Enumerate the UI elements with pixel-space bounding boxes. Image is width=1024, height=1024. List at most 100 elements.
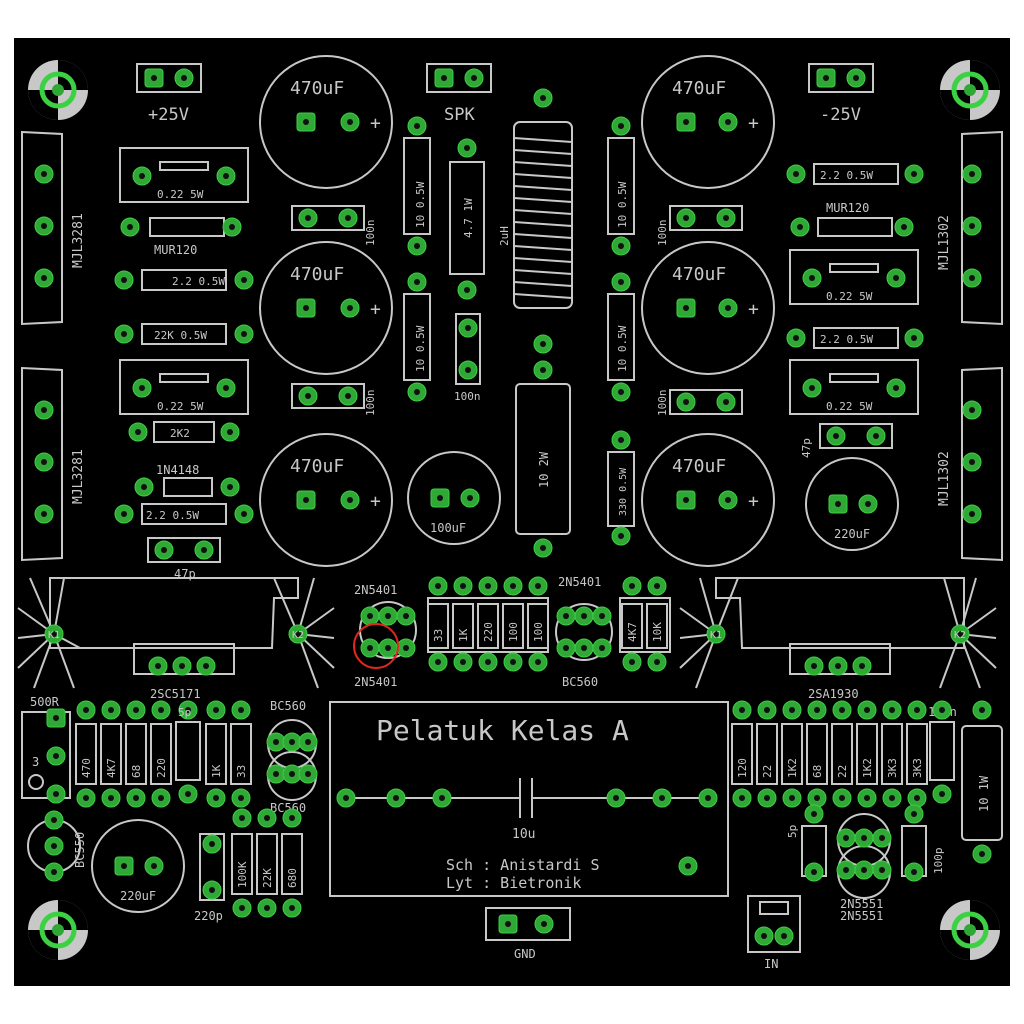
transistors-2n5551-pair: 2N5551 2N5551: [836, 813, 892, 923]
bank-resistor-label: 3K3: [886, 758, 899, 778]
conn-speaker: SPK: [426, 63, 492, 125]
capacitor-470uf-left-1: 470uF +: [259, 55, 393, 189]
svg-text:100n: 100n: [364, 220, 377, 247]
svg-text:10 0.5W: 10 0.5W: [414, 181, 427, 228]
capacitor-100uf: 100uF: [407, 451, 501, 545]
svg-text:0.22 5W: 0.22 5W: [826, 400, 873, 413]
capacitor-470uf-right-1: 470uF +: [641, 55, 775, 189]
bank-resistor: 22: [831, 700, 853, 808]
svg-text:330 0.5W: 330 0.5W: [618, 467, 629, 516]
bank-resistor: 120: [731, 700, 753, 808]
bank-resistor-label: 220: [155, 758, 168, 778]
bank-resistor: 3K3: [906, 700, 928, 808]
bank-resistor-label: 33: [235, 765, 248, 778]
bank-resistor-label: 3K3: [911, 758, 924, 778]
bank-resistor: 1K2: [781, 700, 803, 808]
capacitor-100n-right-2: 100n: [656, 389, 743, 416]
label-pos-supply: +25V: [148, 105, 189, 125]
svg-text:0.22 5W: 0.22 5W: [157, 188, 204, 201]
svg-text:MUR120: MUR120: [154, 243, 197, 257]
svg-text:MUR120: MUR120: [826, 201, 869, 215]
svg-text:2.2 0.5W: 2.2 0.5W: [820, 333, 873, 346]
capacitor-220p: 220p: [194, 833, 225, 923]
bank-resistor-label: 220: [482, 622, 495, 642]
svg-text:220uF: 220uF: [834, 527, 870, 541]
label-speaker: SPK: [444, 105, 475, 125]
bank-resistor-label: 68: [130, 765, 143, 778]
bank-resistor: 1K: [205, 700, 227, 808]
resistor-22-left-1: 2.2 0.5W: [114, 269, 254, 291]
bank-resistor-label: 68: [811, 765, 824, 778]
diode-mur120-left: MUR120: [120, 217, 242, 257]
resistor-10-center-2: 10 0.5W: [403, 272, 431, 402]
svg-text:10 0.5W: 10 0.5W: [414, 325, 427, 372]
trimmer-500r: 500R 3: [21, 695, 71, 804]
capacitor-100p: 100p: [901, 804, 945, 882]
resistor-022-5w-left-2: 0.22 5W: [119, 359, 249, 415]
capacitor-47p-right: 47p: [800, 423, 893, 458]
bank-resistor: 33: [427, 576, 449, 672]
highlight-ring: [353, 623, 399, 669]
capacitor-470uf-left-3: 470uF +: [259, 433, 393, 567]
svg-text:100n: 100n: [364, 390, 377, 417]
svg-text:5p: 5p: [786, 825, 799, 838]
resistor-2k2-left: 2K2: [128, 421, 240, 443]
bank-resistor: 100: [527, 576, 549, 672]
bank-resistor-label: 1K2: [786, 758, 799, 778]
bank-resistor: 220: [477, 576, 499, 672]
svg-text:470uF: 470uF: [290, 264, 344, 285]
conn-input: IN: [747, 895, 801, 971]
resistor-10-2w: 10 2W: [515, 360, 571, 558]
resistor-10-center-3: 10 0.5W: [607, 116, 635, 256]
svg-text:+: +: [748, 491, 759, 512]
svg-text:470uF: 470uF: [672, 264, 726, 285]
svg-text:4.7 1W: 4.7 1W: [462, 198, 475, 238]
transistor-mjl3281-top: MJL3281: [21, 130, 86, 326]
resistor-022-5w-left-top: 0.22 5W: [119, 147, 249, 203]
capacitor-470uf-right-2: 470uF +: [641, 241, 775, 375]
diode-1n4148: 1N4148: [134, 463, 240, 497]
bank-resistor: 4K7: [621, 576, 643, 672]
bank-resistor-label: 4K7: [626, 622, 639, 642]
svg-text:+: +: [370, 113, 381, 134]
svg-text:MJL3281: MJL3281: [71, 213, 86, 268]
bank-resistor-label: 1K: [457, 628, 470, 642]
bank-resistor: 220: [150, 700, 172, 808]
svg-text:2N5551: 2N5551: [840, 897, 883, 911]
svg-text:IN: IN: [764, 957, 778, 971]
svg-text:2SA1930: 2SA1930: [808, 687, 859, 701]
transistor-mjl1302-top: MJL1302: [937, 130, 1003, 326]
heatsink-left: K1 K2 2SC5171: [17, 577, 335, 701]
capacitor-100n-left-2: 100n: [291, 383, 377, 417]
resistor-22-left-2: 2.2 0.5W: [114, 503, 254, 525]
svg-text:2SC5171: 2SC5171: [150, 687, 201, 701]
svg-text:+: +: [748, 299, 759, 320]
svg-text:5p: 5p: [178, 706, 191, 719]
heatsink-right: K1 K2 2SA1930: [679, 577, 997, 701]
svg-text:220uF: 220uF: [120, 889, 156, 903]
resistor-10-center-4: 10 0.5W: [607, 272, 635, 402]
svg-text:GND: GND: [514, 947, 536, 961]
transistor-mjl1302-bottom: MJL1302: [937, 366, 1003, 562]
bank-resistor-label: 22: [761, 765, 774, 778]
resistor-022-5w-right-1: 0.22 5W: [789, 249, 919, 305]
conn-neg-supply: -25V: [808, 63, 874, 125]
bank-resistor: 680: [281, 808, 303, 918]
svg-text:100n: 100n: [656, 220, 669, 247]
svg-text:470uF: 470uF: [672, 78, 726, 99]
capacitor-100n-center: 100n: [454, 313, 481, 403]
bank-resistor-label: 1K2: [861, 758, 874, 778]
svg-text:BC550: BC550: [73, 832, 87, 868]
svg-text:BC560: BC560: [562, 675, 598, 689]
bank-resistor: 470: [75, 700, 97, 808]
pcb-layout: +25V SPK -25V MJL3281 MJL3281 MJL1302 MJ…: [17, 55, 1003, 971]
title-block: Pelatuk Kelas A 10u Sch : Anistardi S Ly…: [329, 701, 729, 897]
svg-text:K2: K2: [954, 630, 966, 641]
svg-text:K1: K1: [710, 630, 722, 641]
bank-resistor: 68: [125, 700, 147, 808]
svg-text:2.2 0.5W: 2.2 0.5W: [820, 169, 873, 182]
mount-hole-tr: [940, 60, 1000, 120]
transistor-bc550: BC550: [27, 810, 87, 882]
svg-text:2N5551: 2N5551: [840, 909, 883, 923]
